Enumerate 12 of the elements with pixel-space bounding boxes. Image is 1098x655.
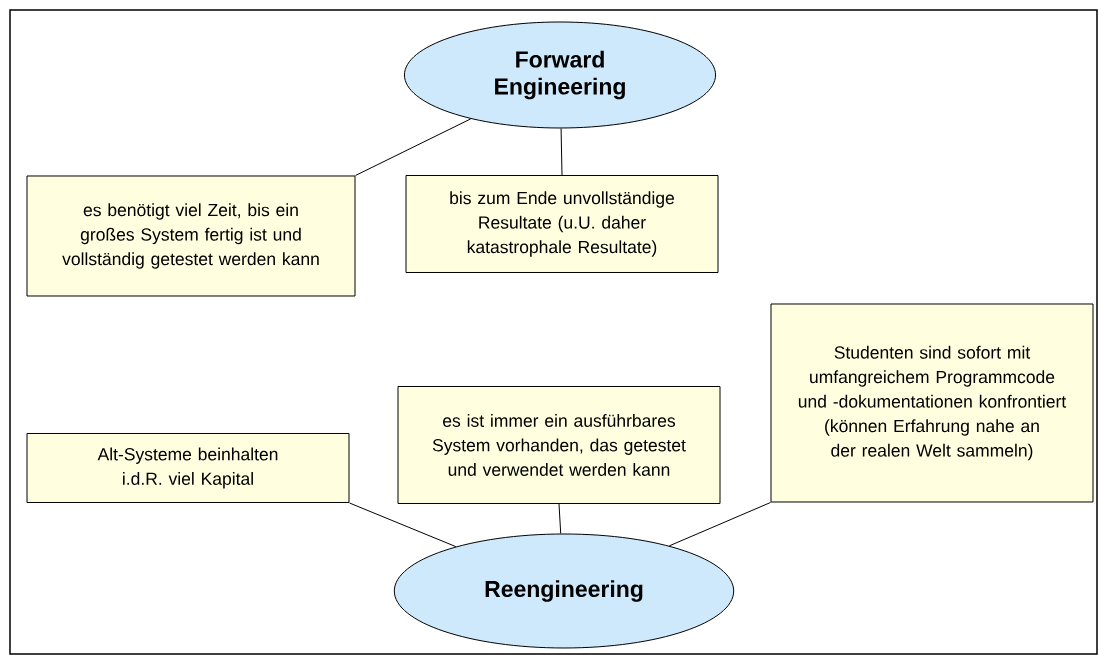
connector-line [558, 503, 562, 534]
text-box: es ist immer ein ausführbares System vorhanden, das getestet und verwendet werden kann [397, 386, 721, 504]
connector-line [560, 128, 563, 176]
text-box: Studenten sind sofort mit umfangreichem Programmcode und -dokumentationen konfrontiert (können Erfahrung nahe an der realen Welt sammeln) [770, 303, 1094, 503]
text-box: es benötigt viel Zeit, bis ein großes System fertig ist und vollständig getestet werden kann [26, 175, 356, 297]
text-box: Alt-Systeme beinhalten i.d.R. viel Kapital [26, 433, 350, 503]
text-box: bis zum Ende unvollständige Resultate (u.U. daher katastrophale Resultate) [405, 175, 719, 273]
ellipse-node: Reengineering [393, 533, 735, 649]
connector-line [349, 502, 457, 548]
ellipse-node: Forward Engineering [403, 21, 717, 129]
connector-line [355, 118, 472, 176]
connector-line [668, 502, 771, 547]
